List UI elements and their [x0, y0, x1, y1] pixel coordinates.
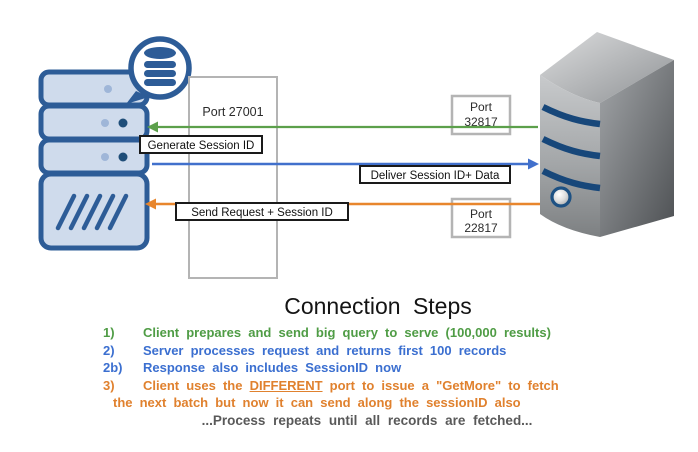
- tower-stripe: [541, 136, 601, 160]
- step-text: Server processes request and returns fir…: [143, 342, 507, 358]
- port-box-32817: Port 32817: [450, 94, 512, 136]
- port-timeline: Port 27001: [188, 76, 278, 279]
- badge-tail: [126, 91, 149, 104]
- arrowhead-left-icon: [145, 198, 156, 210]
- server-tower-icon: [540, 32, 674, 237]
- message-label: Generate Session ID: [148, 140, 255, 152]
- client-led-icon: [118, 152, 128, 162]
- port-number: 32817: [464, 115, 498, 129]
- connection-steps-list: 1) Client prepares and send big query to…: [0, 324, 698, 412]
- step-text: Client prepares and send big query to se…: [143, 325, 551, 340]
- step-text-before: Client uses the: [143, 377, 250, 393]
- db-disk-icon: [144, 47, 176, 59]
- message-label: Deliver Session ID+ Data: [371, 170, 500, 182]
- port-label: Port: [470, 207, 493, 221]
- message-box: [359, 165, 511, 184]
- step-number: 2): [103, 342, 115, 358]
- step-text-after: port to issue a "GetMore" to fetch: [322, 377, 559, 393]
- step-2b: 2b) Response also includes SessionID now: [103, 359, 698, 377]
- step-text: Response also includes SessionID now: [143, 360, 402, 375]
- client-led-icon: [118, 118, 128, 128]
- step-2: 2) Server processes request and returns …: [103, 342, 698, 360]
- db-disk-icon: [144, 61, 176, 68]
- database-badge-icon: [126, 36, 192, 104]
- step-3-continued: the next batch but now it can send along…: [113, 394, 698, 412]
- timeline-box: [188, 76, 278, 279]
- step-text: the next batch but now it can send along…: [113, 395, 521, 410]
- message-box: [139, 135, 263, 154]
- client-vents-icon: [55, 193, 129, 231]
- db-disk-icon: [144, 79, 176, 86]
- client-led-icon: [101, 153, 109, 161]
- arrow-blue-deliver: [152, 158, 539, 170]
- client-bay-3: [38, 137, 150, 176]
- step-text-underlined: DIFFERENT: [249, 377, 323, 393]
- step-text: Client uses the DIFFERENT port to issue …: [143, 377, 559, 395]
- connection-diagram: Port 27001 Port 32817 Port 22817 Generat…: [38, 32, 674, 279]
- arrowhead-left-icon: [147, 121, 158, 133]
- step-3: 3) Client uses the DIFFERENT port to iss…: [103, 377, 698, 395]
- steps-footer: ...Process repeats until all records are…: [201, 412, 533, 428]
- timeline-port-label: Port 27001: [202, 105, 263, 119]
- step-1: 1) Client prepares and send big query to…: [103, 324, 698, 342]
- arrow-green-response: [147, 121, 538, 133]
- port-box-22817: Port 22817: [450, 197, 512, 239]
- arrowhead-right-icon: [528, 158, 539, 170]
- client-led-icon: [101, 119, 109, 127]
- tower-stripe: [541, 104, 601, 128]
- port-box: [450, 197, 512, 239]
- message-box-deliver: Deliver Session ID+ Data: [359, 165, 511, 184]
- tower-top: [540, 32, 674, 103]
- tower-power-button-icon: [550, 186, 572, 208]
- message-box: [175, 202, 349, 221]
- steps-title: Connection Steps: [284, 293, 472, 319]
- port-number: 22817: [464, 221, 498, 235]
- step-number: 2b): [103, 360, 123, 375]
- db-disk-icon: [144, 70, 176, 77]
- message-box-send: Send Request + Session ID: [175, 202, 349, 221]
- client-bay-2: [38, 103, 150, 142]
- message-box-generate: Generate Session ID: [139, 135, 263, 154]
- tower-side: [600, 60, 674, 237]
- port-label: Port: [470, 100, 493, 114]
- step-number: 3): [103, 377, 115, 393]
- client-led-icon: [104, 85, 112, 93]
- client-server-icon: [38, 36, 192, 251]
- message-label: Send Request + Session ID: [191, 207, 333, 219]
- tower-stripe: [541, 168, 601, 192]
- step-number: 1): [103, 325, 115, 340]
